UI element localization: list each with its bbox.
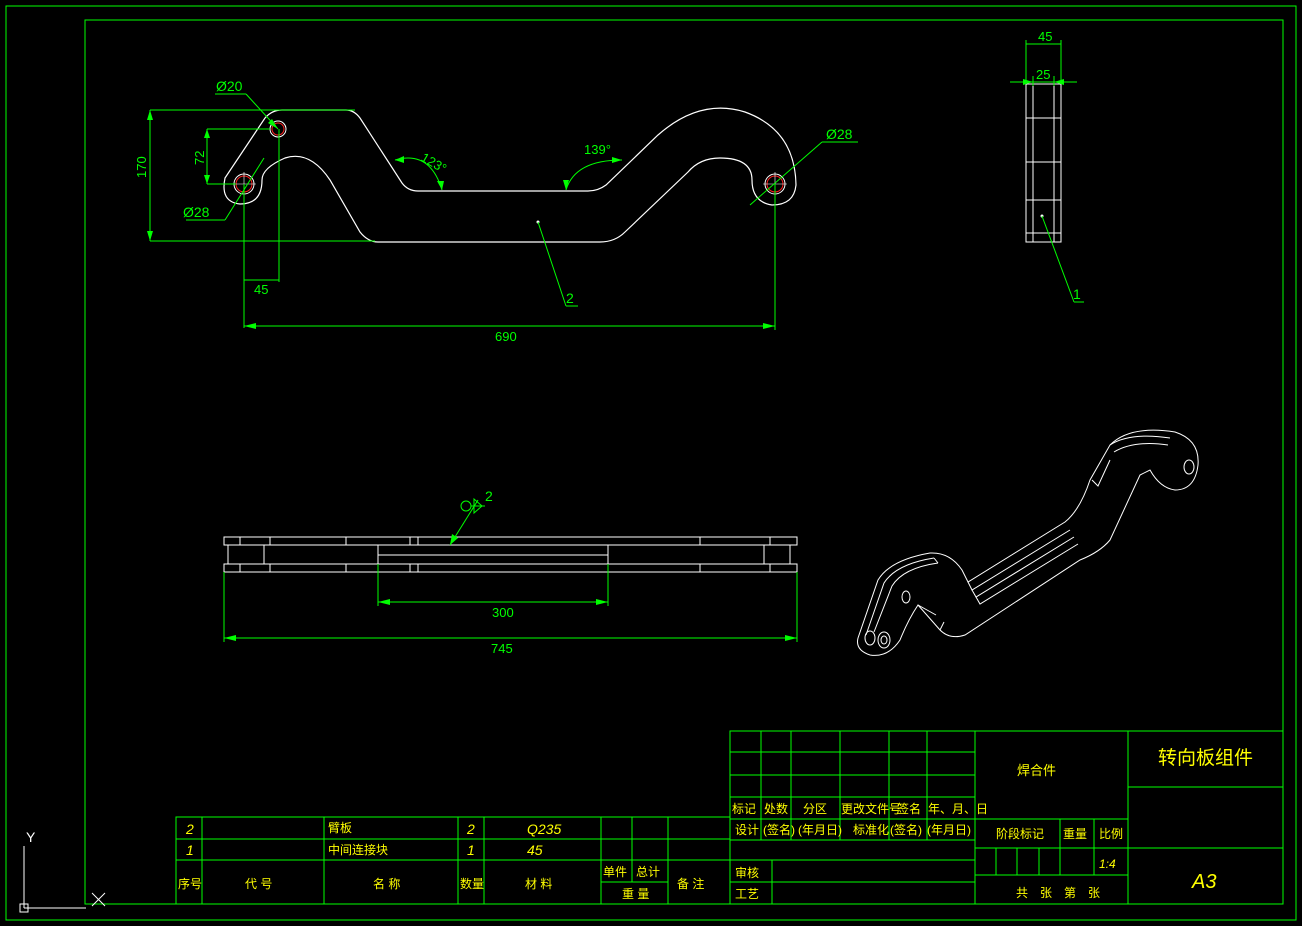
scale-value: 1:4 xyxy=(1099,857,1116,871)
top-view-dim-text: Ø20 Ø28 Ø28 170 72 45 690 123° 139° 2 xyxy=(134,78,853,344)
bom-row-1-name: 臂板 xyxy=(328,821,352,835)
tb-r2-standard: 标准化 xyxy=(853,823,889,837)
process-label: 工艺 xyxy=(735,887,759,901)
tb-r1-date: 年、月、日 xyxy=(928,802,988,816)
sheets-label: 共 张 第 张 xyxy=(1016,886,1100,900)
part-ref-2: 2 xyxy=(566,290,574,306)
bom-row-2-no: 1 xyxy=(186,842,194,858)
bom-row-1-no: 2 xyxy=(185,821,194,837)
scale-label: 比例 xyxy=(1099,827,1123,841)
dim-mid-length: 300 xyxy=(492,605,514,620)
inner-frame xyxy=(84,19,1284,905)
side-view-dim-text: 45 25 1 xyxy=(1036,29,1081,302)
dim-height-total: 170 xyxy=(134,156,149,178)
bom-header-unit: 单件 xyxy=(603,865,627,879)
bom-row-2-qty: 1 xyxy=(467,842,475,858)
bom-text: 2 臂板 2 Q235 1 中间连接块 1 45 序号 代 号 名 称 数量 材… xyxy=(178,821,704,901)
tb-r1-sign: 签名 xyxy=(897,801,921,816)
weld-ref: 2 xyxy=(485,488,493,504)
bom-header-total: 总计 xyxy=(636,865,660,879)
side-view xyxy=(1010,40,1084,303)
review-label: 审核 xyxy=(735,865,759,880)
bom-row-2-material: 45 xyxy=(527,842,543,858)
tb-r1-mark: 标记 xyxy=(732,802,756,816)
bom-header-material: 材 料 xyxy=(525,877,552,891)
tb-r2-sign2: (签名) xyxy=(890,822,922,837)
bom-header-name: 名 称 xyxy=(373,876,400,891)
tb-r2-date: (年月日) xyxy=(798,823,842,837)
tb-r2-date2: (年月日) xyxy=(927,823,971,837)
dim-hole-left-large: Ø28 xyxy=(183,204,210,220)
drawing-subtitle: 焊合件 xyxy=(1017,763,1056,778)
arm-plate-outline xyxy=(223,107,797,243)
dim-angle-2: 139° xyxy=(584,142,611,157)
tb-r1-count: 处数 xyxy=(764,801,788,816)
dim-width-outer: 45 xyxy=(1038,29,1052,44)
dim-offset-x: 45 xyxy=(254,282,268,297)
dim-length: 690 xyxy=(495,329,517,344)
tb-r2-sign: (签名) xyxy=(763,822,795,837)
title-block xyxy=(729,730,1284,905)
part-ref-1: 1 xyxy=(1073,286,1081,302)
dim-hole-right: Ø28 xyxy=(826,126,853,142)
top-view-dimensions xyxy=(147,93,858,330)
dim-front-length: 745 xyxy=(491,641,513,656)
weight-label: 重量 xyxy=(1063,827,1087,841)
isometric-view xyxy=(857,429,1199,656)
dim-height-holes: 72 xyxy=(192,151,207,165)
top-view xyxy=(223,107,797,243)
bom-header-remark: 备 注 xyxy=(677,876,704,891)
dim-hole-left-small: Ø20 xyxy=(216,78,243,94)
bom-header-no: 序号 xyxy=(178,876,202,891)
bom-row-1-material: Q235 xyxy=(527,821,561,837)
outer-frame xyxy=(5,5,1297,921)
front-view xyxy=(223,497,798,642)
tb-r1-zone: 分区 xyxy=(803,802,827,816)
bom-header-code: 代 号 xyxy=(245,877,272,891)
drawing-title: 转向板组件 xyxy=(1158,747,1253,769)
stage-label: 阶段标记 xyxy=(996,826,1044,841)
bom-header-weight: 重 量 xyxy=(622,887,649,901)
dim-width-inner: 25 xyxy=(1036,67,1050,82)
tb-r2-design: 设计 xyxy=(735,823,759,837)
title-block-text: 转向板组件 焊合件 A3 1:4 阶段标记 重量 比例 共 张 第 张 审核 工… xyxy=(732,747,1253,901)
bom-row-1-qty: 2 xyxy=(466,821,475,837)
ucs-icon xyxy=(19,846,106,913)
bom-header-qty: 数量 xyxy=(460,876,484,891)
bom-row-2-name: 中间连接块 xyxy=(328,842,388,857)
tb-r1-docno: 更改文件号 xyxy=(841,801,901,816)
front-view-dim-text: 2 300 745 xyxy=(485,488,514,656)
ucs-y-label: Y xyxy=(26,829,36,845)
sheet-size: A3 xyxy=(1191,871,1216,893)
